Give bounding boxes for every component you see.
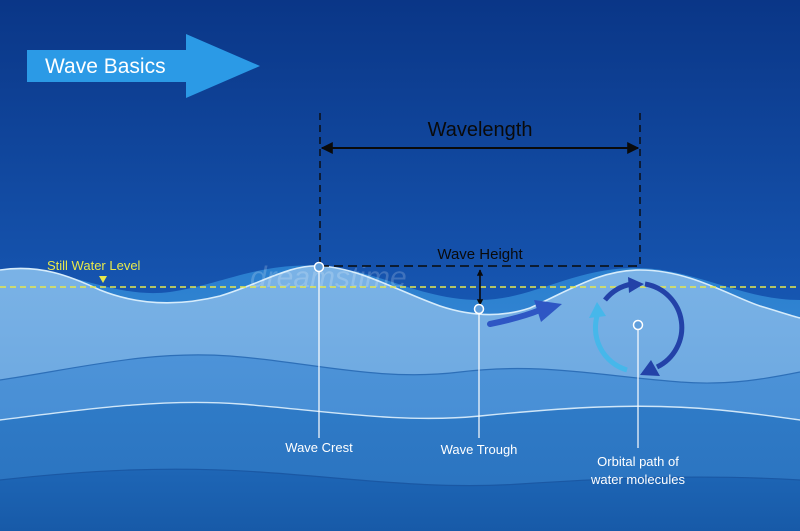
wavelength-label: Wavelength (428, 119, 533, 141)
orbital-path-label-line1: Orbital path of (597, 454, 679, 469)
title-banner: Wave Basics (27, 34, 260, 98)
right-arrow-banner-icon (27, 34, 260, 98)
water-surface-highlight (0, 265, 800, 319)
water-layer-3-edge (0, 401, 800, 421)
water-layer-4-edge (0, 468, 800, 487)
wave-height-label: Wave Height (437, 246, 523, 263)
wave-trough-label: Wave Trough (441, 442, 518, 457)
crest-point-marker (313, 261, 325, 273)
page-title: Wave Basics (45, 55, 166, 78)
trough-point-marker (473, 303, 485, 315)
water-layer-4 (0, 469, 800, 531)
orbital-center-marker (632, 319, 644, 331)
circular-arrows-icon (589, 277, 685, 376)
curved-arrow-icon (487, 300, 562, 327)
still-water-level-label: Still Water Level (47, 258, 141, 273)
orbital-path-label-line2: water molecules (590, 472, 685, 487)
still-water-level-marker-icon (99, 276, 107, 283)
wave-crest-label: Wave Crest (285, 440, 353, 455)
water-layer-2-edge (0, 354, 800, 384)
